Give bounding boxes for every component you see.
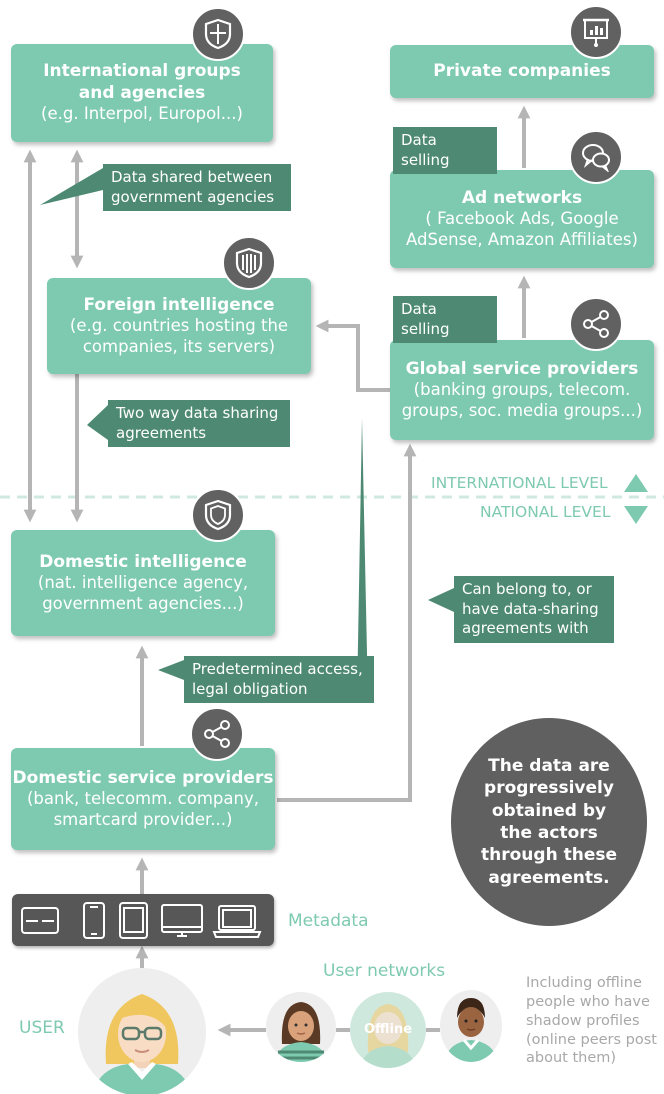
two-way-note: Two way data sharing agreements [108, 400, 290, 447]
international-level-label: INTERNATIONAL LEVEL [431, 474, 608, 492]
domestic-intelligence-title: Domestic intelligence [39, 551, 247, 572]
down-triangle-icon [624, 506, 648, 524]
domestic-intelligence-sub: (nat. intelligence agency, government ag… [37, 573, 249, 613]
shield-icon [191, 488, 245, 542]
two-way-pointer [87, 405, 108, 440]
presentation-board-icon [569, 5, 623, 59]
gov-shared-pointer [40, 168, 103, 205]
domestic-service-providers-title: Domestic service providers [12, 767, 274, 788]
arrow-global-foreign [315, 319, 390, 392]
can-belong-pointer [428, 588, 454, 612]
global-service-providers-title: Global service providers [405, 358, 639, 379]
tablet-icon [119, 902, 148, 939]
ad-networks-box: Ad networks ( Facebook Ads, Google AdSen… [390, 170, 654, 268]
private-companies-title: Private companies [433, 60, 611, 81]
international-groups-sub: (e.g. Interpol, Europol...) [41, 103, 243, 123]
offline-label: Offline [363, 1022, 413, 1037]
ad-networks-title: Ad networks [461, 187, 583, 208]
share-icon [190, 707, 244, 761]
monitor-icon [161, 904, 203, 937]
smartphone-icon [83, 902, 105, 939]
shield-icon [191, 7, 245, 61]
global-service-providers-sub: (banking groups, telecom. groups, soc. m… [401, 380, 643, 420]
offline-people-note: Including offline people who have shadow… [526, 975, 657, 1067]
shield-stripes-icon [222, 236, 276, 290]
foreign-intelligence-sub: (e.g. countries hosting the companies, i… [69, 316, 289, 356]
network-person-2-avatar [440, 990, 502, 1062]
predetermined-left-pointer [158, 660, 184, 680]
ad-networks-sub: ( Facebook Ads, Google AdSense, Amazon A… [406, 209, 638, 249]
network-person-1-avatar [266, 992, 336, 1062]
international-groups-title: International groups and agencies [43, 61, 241, 103]
up-triangle-icon [624, 474, 648, 492]
chat-bubbles-icon [569, 130, 623, 184]
international-groups-box: International groups and agencies (e.g. … [11, 44, 273, 142]
predetermined-pointer [357, 418, 368, 700]
user-avatar [78, 968, 206, 1094]
predetermined-note: Predetermined access, legal obligation [184, 656, 374, 703]
agreements-circle: The data are progressively obtained by t… [451, 718, 647, 926]
domestic-service-providers-box: Domestic service providers (bank, teleco… [11, 748, 275, 850]
gov-shared-note: Data shared between government agencies [103, 164, 291, 211]
domestic-service-providers-sub: (bank, telecomm. company, smartcard prov… [27, 789, 259, 829]
devices-bar [12, 894, 274, 946]
data-selling-note-top: Data selling [393, 127, 497, 174]
metadata-label: Metadata [288, 911, 369, 931]
arrow-domestic-global [277, 443, 417, 802]
user-networks-label: User networks [323, 961, 446, 981]
national-level-label: NATIONAL LEVEL [480, 503, 611, 521]
laptop-icon [212, 905, 262, 938]
data-selling-note-mid: Data selling [393, 296, 497, 343]
agreements-circle-text: The data are progressively obtained by t… [481, 755, 617, 888]
foreign-intelligence-box: Foreign intelligence (e.g. countries hos… [47, 278, 311, 374]
foreign-intelligence-title: Foreign intelligence [83, 294, 275, 315]
offline-person-avatar: Offline [350, 992, 426, 1068]
global-service-providers-box: Global service providers (banking groups… [390, 340, 654, 440]
can-belong-note: Can belong to, or have data-sharing agre… [454, 576, 614, 643]
user-label: USER [19, 1018, 65, 1038]
domestic-intelligence-box: Domestic intelligence (nat. intelligence… [11, 530, 275, 636]
share-icon [569, 297, 623, 351]
credit-card-icon [21, 907, 59, 934]
private-companies-box: Private companies [390, 45, 654, 98]
